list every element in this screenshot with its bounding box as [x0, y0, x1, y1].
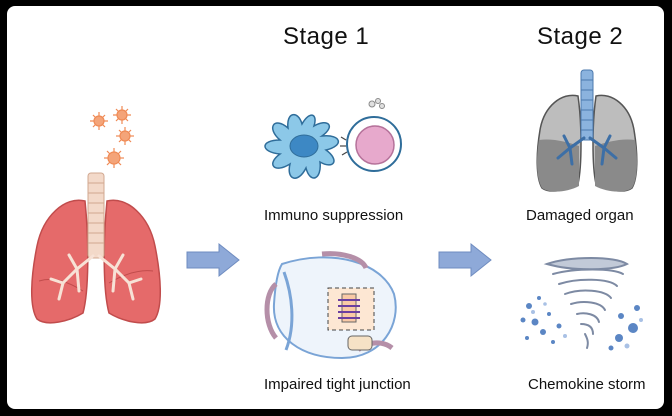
immuno-suppression-label: Immuno suppression: [264, 207, 404, 224]
damaged-lungs-icon: [536, 69, 638, 192]
chemokine-storm-icon: [520, 257, 643, 351]
tight-junction-icon: [264, 251, 397, 360]
dendritic-cell-icon: [264, 114, 339, 179]
healthy-lungs-icon: [30, 172, 162, 324]
lymphocyte-icon: [340, 98, 402, 172]
arrow-right-icon: [438, 242, 492, 278]
impaired-tight-junction-label: Impaired tight junction: [264, 376, 411, 393]
figure-panel: Stage 1 Stage 2 Immuno suppression Impai…: [7, 6, 664, 409]
chemokine-storm-label: Chemokine storm: [528, 376, 646, 393]
stage-2-title: Stage 2: [537, 23, 624, 50]
stage-1-title: Stage 1: [283, 23, 370, 50]
virus-particles-icon: [90, 106, 134, 168]
arrow-right-icon: [186, 242, 240, 278]
damaged-organ-label: Damaged organ: [526, 207, 634, 224]
